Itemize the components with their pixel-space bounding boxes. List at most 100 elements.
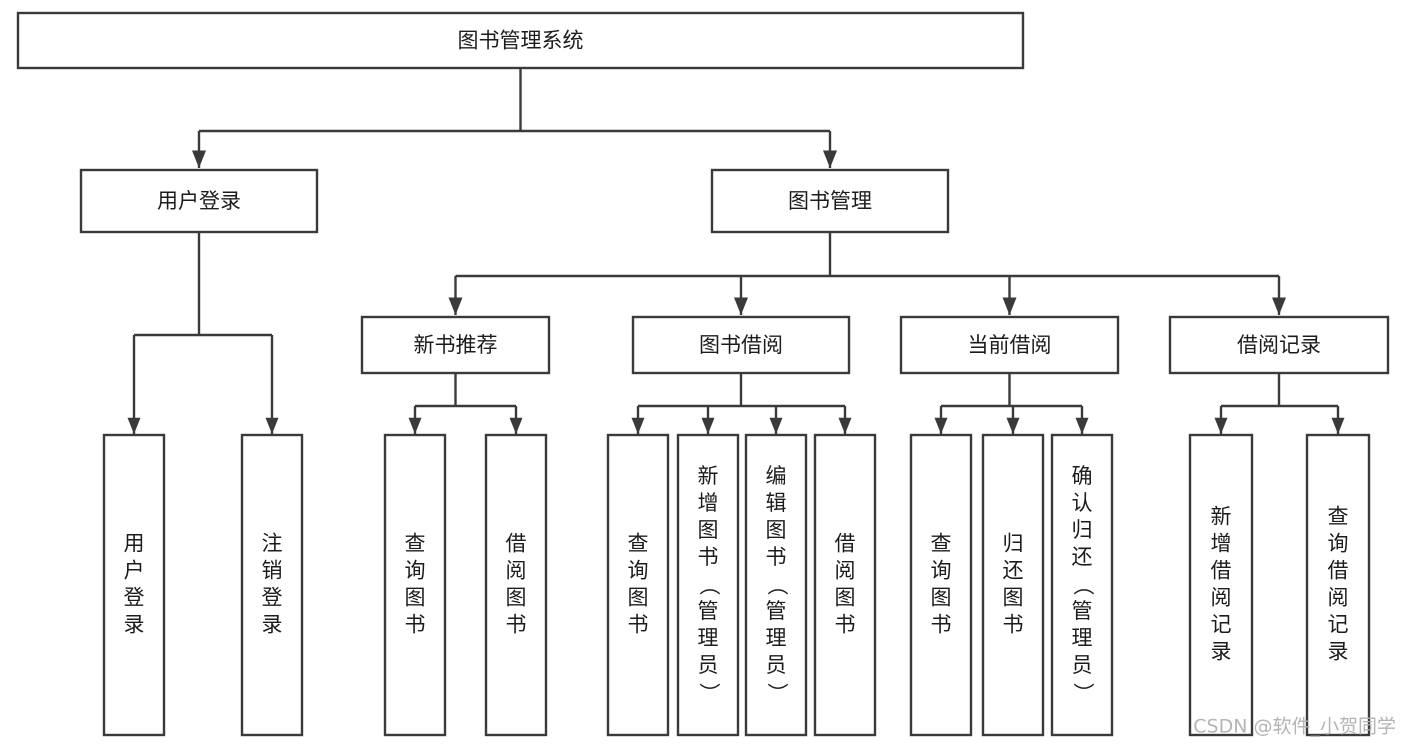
svg-text:图: 图 bbox=[1003, 586, 1024, 610]
svg-text:录: 录 bbox=[262, 613, 283, 637]
svg-text:（: （ bbox=[765, 575, 789, 596]
svg-text:销: 销 bbox=[262, 559, 283, 583]
svg-text:图: 图 bbox=[835, 586, 856, 610]
svg-text:书: 书 bbox=[766, 545, 787, 569]
svg-text:书: 书 bbox=[931, 613, 952, 637]
node-label: 图书借阅 bbox=[699, 333, 783, 357]
svg-text:书: 书 bbox=[1003, 613, 1024, 637]
svg-text:查: 查 bbox=[1328, 505, 1349, 529]
svg-text:图: 图 bbox=[506, 586, 527, 610]
svg-text:管: 管 bbox=[1072, 599, 1093, 623]
node-label: 借阅记录 bbox=[1237, 333, 1321, 357]
node-label: 当前借阅 bbox=[968, 333, 1052, 357]
svg-text:借: 借 bbox=[506, 532, 527, 556]
svg-text:）: ） bbox=[1071, 683, 1095, 704]
svg-text:登: 登 bbox=[124, 586, 145, 610]
svg-text:询: 询 bbox=[1328, 532, 1349, 556]
svg-text:理: 理 bbox=[698, 626, 719, 650]
svg-text:管: 管 bbox=[698, 599, 719, 623]
svg-text:询: 询 bbox=[405, 559, 426, 583]
svg-text:记: 记 bbox=[1328, 613, 1349, 637]
svg-text:阅: 阅 bbox=[1328, 586, 1349, 610]
node-book-management[interactable]: 图书管理 bbox=[710, 168, 950, 234]
node-level2-3[interactable]: 借阅记录 bbox=[1168, 315, 1390, 375]
csdn-watermark: CSDN @软件_小贺同学 bbox=[1193, 716, 1396, 738]
svg-text:图: 图 bbox=[405, 586, 426, 610]
node-level2-2[interactable]: 当前借阅 bbox=[899, 315, 1120, 375]
node-level2-0[interactable]: 新书推荐 bbox=[360, 315, 551, 375]
node-label: 新书推荐 bbox=[414, 333, 498, 357]
svg-text:（: （ bbox=[1071, 575, 1095, 596]
boxes-layer: 图书管理系统用户登录图书管理新书推荐图书借阅当前借阅借阅记录用户登录注销登录查询… bbox=[16, 11, 1390, 737]
svg-text:阅: 阅 bbox=[506, 559, 527, 583]
svg-text:还: 还 bbox=[1072, 545, 1093, 569]
svg-text:图: 图 bbox=[766, 518, 787, 542]
node-level2-1[interactable]: 图书借阅 bbox=[631, 315, 851, 375]
svg-text:注: 注 bbox=[262, 532, 283, 556]
svg-text:阅: 阅 bbox=[1211, 586, 1232, 610]
svg-text:增: 增 bbox=[1211, 532, 1232, 556]
svg-text:归: 归 bbox=[1072, 518, 1093, 542]
svg-text:记: 记 bbox=[1211, 613, 1232, 637]
svg-text:管: 管 bbox=[766, 599, 787, 623]
svg-text:查: 查 bbox=[405, 532, 426, 556]
svg-text:用: 用 bbox=[124, 532, 145, 556]
svg-text:借: 借 bbox=[1211, 559, 1232, 583]
node-label: 用户登录 bbox=[157, 189, 241, 213]
svg-text:（: （ bbox=[697, 575, 721, 596]
svg-text:录: 录 bbox=[1211, 640, 1232, 664]
svg-text:录: 录 bbox=[124, 613, 145, 637]
edges-layer bbox=[127, 68, 1345, 434]
svg-text:询: 询 bbox=[931, 559, 952, 583]
svg-text:图: 图 bbox=[931, 586, 952, 610]
svg-text:）: ） bbox=[765, 683, 789, 704]
svg-text:理: 理 bbox=[766, 626, 787, 650]
svg-text:借: 借 bbox=[835, 532, 856, 556]
svg-text:录: 录 bbox=[1328, 640, 1349, 664]
svg-text:员: 员 bbox=[1072, 653, 1093, 677]
leaf-node-0[interactable]: 用户登录 bbox=[102, 433, 166, 737]
svg-text:书: 书 bbox=[506, 613, 527, 637]
svg-text:新: 新 bbox=[698, 464, 719, 488]
svg-text:）: ） bbox=[697, 683, 721, 704]
svg-text:图: 图 bbox=[628, 586, 649, 610]
svg-text:借: 借 bbox=[1328, 559, 1349, 583]
svg-text:确: 确 bbox=[1072, 464, 1093, 488]
svg-text:户: 户 bbox=[124, 559, 145, 583]
svg-text:理: 理 bbox=[1072, 626, 1093, 650]
svg-text:还: 还 bbox=[1003, 559, 1024, 583]
node-user-login[interactable]: 用户登录 bbox=[79, 168, 319, 234]
node-root-system[interactable]: 图书管理系统 bbox=[16, 11, 1025, 70]
svg-text:认: 认 bbox=[1072, 491, 1093, 515]
svg-text:新: 新 bbox=[1211, 505, 1232, 529]
svg-text:编: 编 bbox=[766, 464, 787, 488]
svg-text:书: 书 bbox=[628, 613, 649, 637]
svg-text:书: 书 bbox=[835, 613, 856, 637]
svg-text:登: 登 bbox=[262, 586, 283, 610]
svg-text:书: 书 bbox=[698, 545, 719, 569]
